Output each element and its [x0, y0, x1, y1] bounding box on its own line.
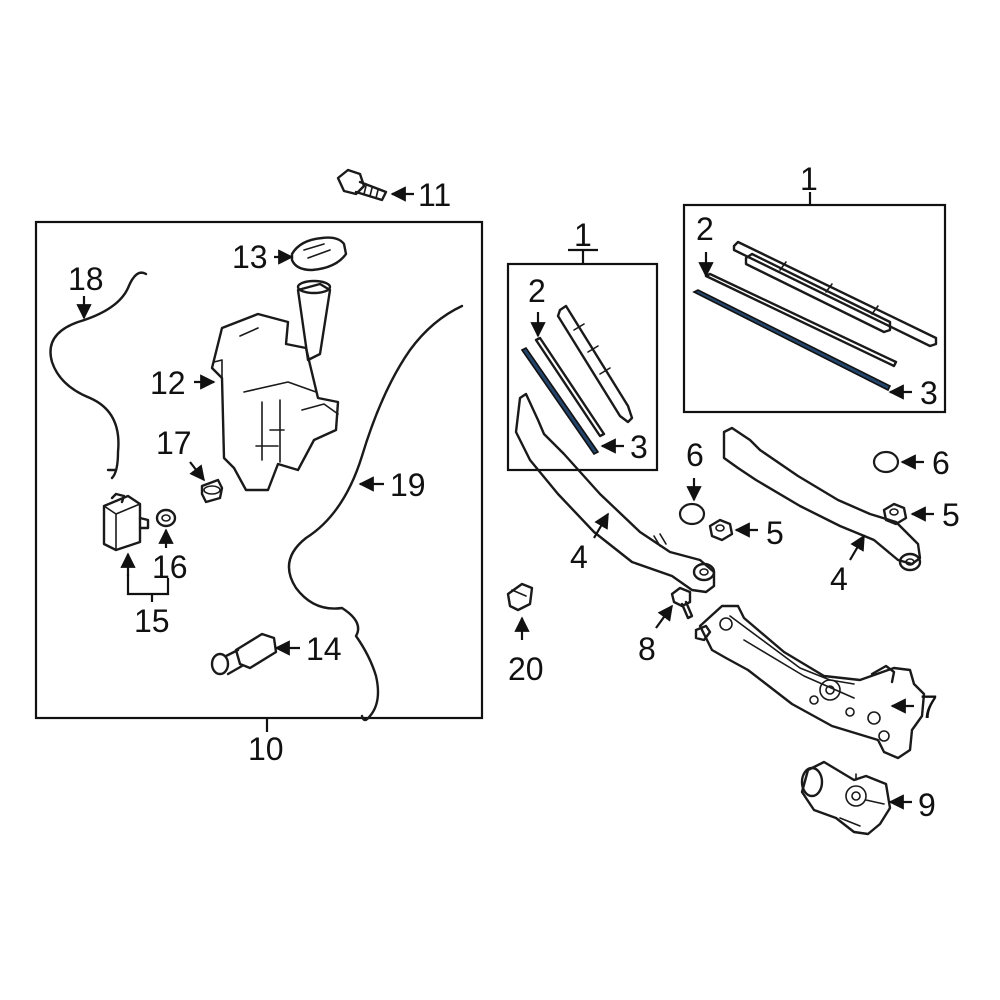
leader-4-right — [849, 534, 865, 561]
arm-nut-part-right[interactable] — [882, 502, 908, 526]
left-wiper-arm-part[interactable] — [514, 392, 716, 594]
callout-2-right: 2 — [696, 211, 714, 247]
callout-1-left: 1 — [574, 217, 592, 253]
callout-13: 13 — [232, 239, 268, 275]
arm-cap-part-right[interactable] — [872, 450, 900, 474]
callout-12: 12 — [150, 365, 186, 401]
left-blade-part[interactable] — [556, 304, 634, 424]
callout-1-right: 1 — [800, 161, 818, 197]
callout-3-right: 3 — [920, 375, 938, 411]
callout-8: 8 — [638, 631, 656, 667]
callout-9: 9 — [918, 787, 936, 823]
callout-15: 15 — [134, 603, 170, 639]
callout-20: 20 — [508, 651, 544, 687]
wiper-linkage-part[interactable] — [694, 604, 926, 760]
wiper-motor-part[interactable] — [800, 760, 892, 836]
callout-11: 11 — [418, 177, 451, 213]
callout-17: 17 — [156, 425, 192, 461]
washer-pump-part[interactable] — [102, 492, 150, 552]
callout-7: 7 — [920, 689, 938, 725]
leader-4-left — [593, 512, 609, 539]
callout-10: 10 — [248, 731, 284, 767]
linkage-bolt-part[interactable] — [670, 586, 694, 620]
arm-cap-part-left[interactable] — [678, 502, 706, 526]
callout-6-right: 6 — [932, 445, 950, 481]
callout-5-left: 5 — [766, 515, 784, 551]
leader-8 — [655, 604, 673, 629]
callout-18: 18 — [68, 261, 104, 297]
callout-4-left: 4 — [570, 539, 588, 575]
pump-seal-part[interactable] — [155, 508, 177, 528]
callout-3-left: 3 — [630, 429, 648, 465]
washer-reservoir-part[interactable] — [210, 279, 340, 492]
callout-2-left: 2 — [528, 273, 546, 309]
long-hose-part[interactable] — [287, 304, 464, 722]
washer-nozzle-part[interactable] — [506, 582, 534, 612]
arm-nut-part-left[interactable] — [708, 518, 734, 542]
leader-17 — [189, 461, 205, 482]
callout-16: 16 — [152, 549, 188, 585]
callout-19: 19 — [390, 467, 426, 503]
callout-5-right: 5 — [942, 497, 960, 533]
right-wiper-arm-part[interactable] — [722, 426, 922, 572]
grommet-part[interactable] — [200, 478, 224, 504]
callout-4-right: 4 — [830, 561, 848, 597]
reservoir-cap-part[interactable] — [290, 236, 348, 272]
leader-15-bracket — [126, 574, 170, 596]
right-blade-part[interactable] — [732, 240, 938, 348]
left-blade-insert-part[interactable] — [520, 336, 606, 456]
callout-14: 14 — [306, 631, 342, 667]
blade-frame-right — [682, 203, 947, 414]
washer-system-frame — [34, 220, 484, 720]
callout-6-left: 6 — [686, 437, 704, 473]
bolt-part[interactable] — [336, 168, 388, 202]
short-hose-part[interactable] — [49, 271, 148, 480]
hose-connector-part[interactable] — [210, 632, 278, 676]
right-blade-insert-part[interactable] — [692, 272, 898, 392]
